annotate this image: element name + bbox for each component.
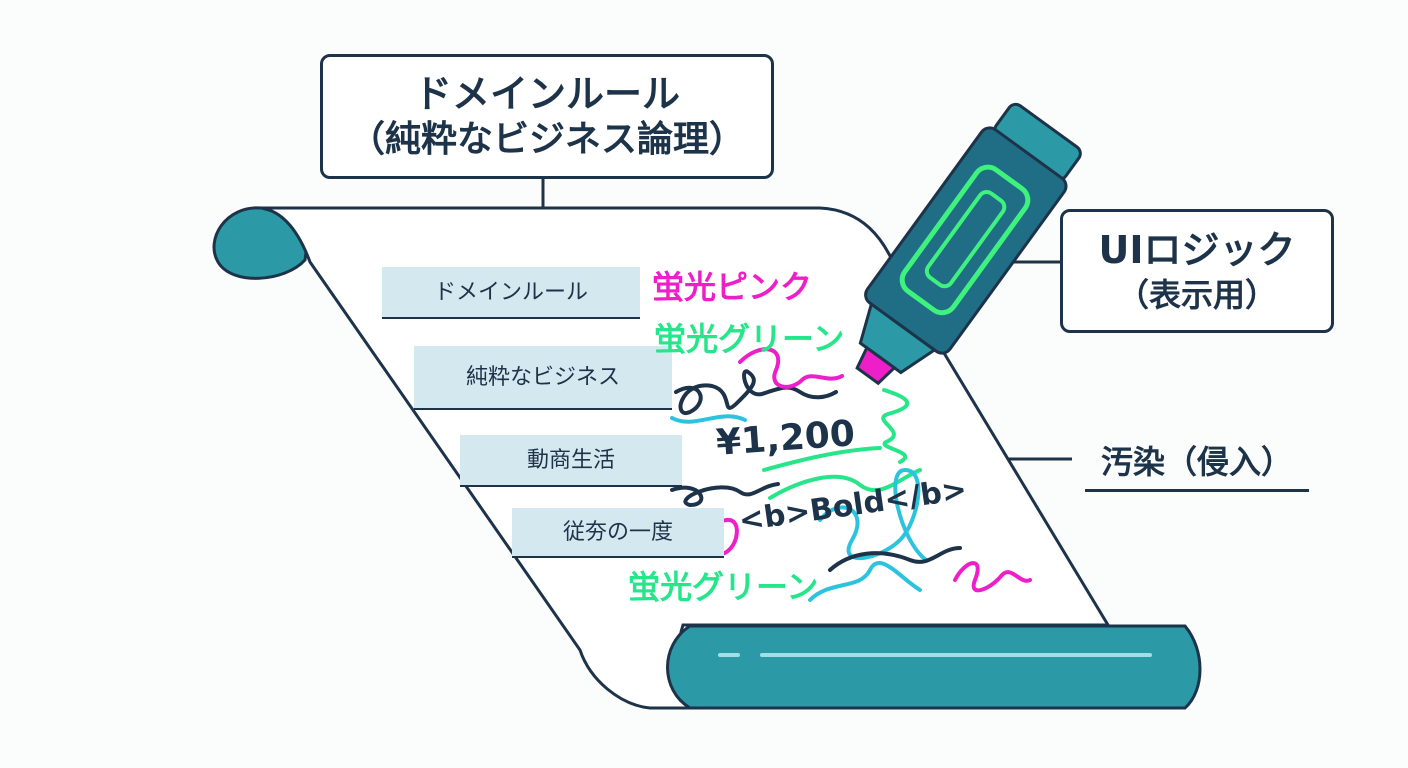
scroll-top-roll bbox=[212, 206, 312, 280]
neon-green-text: 蛍光グリーン bbox=[654, 320, 845, 358]
scroll-entry: ドメインルール bbox=[382, 267, 640, 319]
ui-logic-subtitle: （表示用） bbox=[1116, 276, 1277, 314]
highlighter-marker-icon bbox=[855, 102, 1082, 386]
ui-logic-callout: UIロジック （表示用） bbox=[1060, 209, 1334, 333]
domain-rules-subtitle: （純粋なビジネス論理） bbox=[348, 118, 745, 160]
scroll-entry: 動商生活 bbox=[460, 435, 682, 487]
scroll-bottom-roll bbox=[666, 624, 1202, 710]
scroll-entry: 従夯の一度 bbox=[512, 508, 724, 558]
scroll-entry: 純粋なビジネス bbox=[414, 346, 672, 410]
ink-scribbles bbox=[670, 347, 1032, 602]
neon-green-text-2: 蛍光グリーン bbox=[628, 568, 819, 606]
contamination-label: 汚染（侵入） bbox=[1085, 436, 1309, 492]
neon-pink-text: 蛍光ピンク bbox=[652, 268, 813, 306]
domain-rules-callout: ドメインルール （純粋なビジネス論理） bbox=[320, 54, 774, 179]
ui-logic-title: UIロジック bbox=[1098, 228, 1296, 272]
domain-rules-title: ドメインルール bbox=[413, 71, 680, 116]
